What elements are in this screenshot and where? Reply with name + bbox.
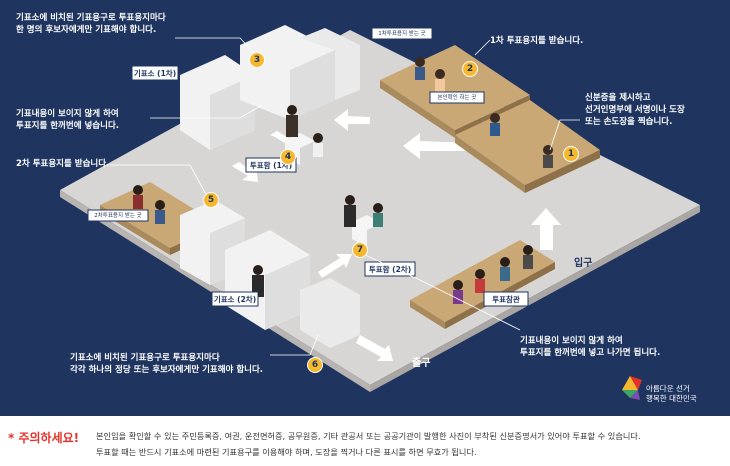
- logo-icon: [622, 376, 642, 400]
- step-badge-3: 3: [249, 52, 265, 68]
- notice-panel: * 주의하세요! 본인임을 확인할 수 있는 주민등록증, 여권, 운전면허증,…: [0, 416, 730, 466]
- step-badge-1: 1: [563, 146, 579, 162]
- flow-arrow-right: [318, 254, 352, 278]
- callout-7: 기표내용이 보이지 않게 하여 투표지를 한꺼번에 넣고 나가면 됩니다.: [520, 336, 661, 358]
- desk3-label: 2차투표용지 받는 곳: [94, 213, 142, 219]
- sign-desk1: [429, 91, 485, 104]
- step-badge-5: 5: [203, 192, 219, 208]
- logo-text: 아름다운 선거 행복한 대한민국: [646, 384, 697, 403]
- sign-desk3: [87, 209, 149, 222]
- exit-label: 출구: [412, 358, 431, 369]
- booth1-label: 기표소 (1차): [133, 69, 177, 78]
- sign-desk2: [371, 27, 433, 40]
- callout-6: 기표소에 비치된 기표용구로 투표용지마다 각각 하나의 정당 또는 후보자에게…: [70, 353, 264, 375]
- notice-line-1: 본인임을 확인할 수 있는 주민등록증, 여권, 운전면허증, 공무원증, 기타…: [96, 431, 641, 441]
- diagram-stage: 기표소 (1차) 투표함 (1차) 기표소 (2차) 투표함 (2차) 투표참관…: [0, 0, 730, 416]
- step-badge-6: 6: [307, 357, 323, 373]
- step-badge-7: 7: [352, 242, 368, 258]
- sign-manager: [483, 291, 529, 307]
- step-badge-4: 4: [280, 149, 296, 165]
- notice-title: * 주의하세요!: [8, 431, 80, 445]
- manager-label: 투표참관: [492, 295, 520, 304]
- voters-and-staff: [133, 57, 553, 304]
- flow-arrow-exit: [356, 335, 393, 361]
- sign-booth1: [131, 65, 179, 81]
- flow-arrow-up: [531, 208, 561, 250]
- booth2-label: 기표소 (2차): [213, 295, 257, 304]
- step-badge-2: 2: [462, 61, 478, 77]
- desk1-label: 본인확인 하는 곳: [437, 95, 477, 101]
- callout-2: 1차 투표용지를 받습니다.: [490, 36, 584, 46]
- callout-4: 기표내용이 보이지 않게 하여 투표지를 한꺼번에 넣습니다.: [16, 109, 119, 131]
- sign-booth2: [211, 291, 259, 307]
- floor-plan-illustration: [60, 25, 700, 400]
- box1-label: 투표함 (1차): [249, 161, 293, 170]
- sign-box2: [364, 261, 416, 277]
- flow-arrow-left: [403, 133, 470, 159]
- entrance-label: 입구: [574, 258, 593, 269]
- flow-arrow-down: [232, 162, 258, 182]
- box2-label: 투표함 (2차): [368, 265, 412, 274]
- callout-3: 기표소에 비치된 기표용구로 투표용지마다 한 명의 후보자에게만 기표해야 합…: [16, 13, 166, 35]
- flow-arrow-left2: [334, 109, 370, 131]
- callout-5: 2차 투표용지를 받습니다.: [16, 159, 110, 169]
- callout-1: 신분증을 제시하고 선거인명부에 서명이나 도장 또는 손도장을 찍습니다.: [585, 93, 685, 127]
- desk2-label: 1차투표용지 받는 곳: [378, 31, 426, 37]
- notice-line-2: 투표할 때는 반드시 기표소에 마련된 기표용구를 이용해야 하며, 도장을 찍…: [96, 447, 477, 457]
- first-booths: [180, 25, 360, 150]
